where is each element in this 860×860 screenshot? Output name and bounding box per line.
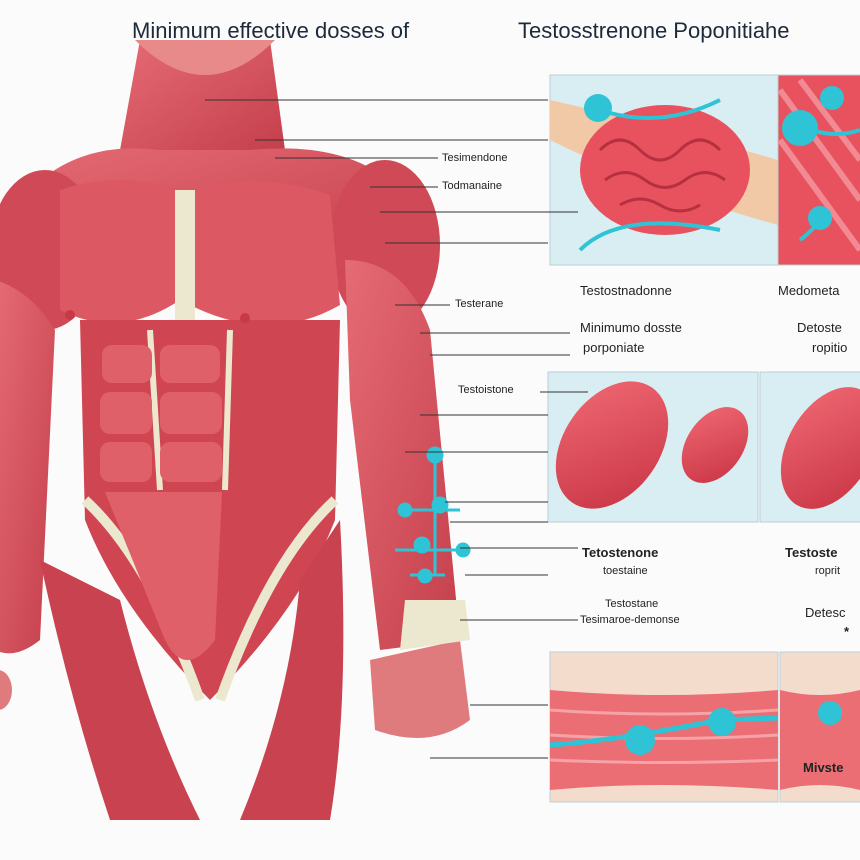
callout-label-1: Tesimendone (442, 152, 508, 164)
brain-caption: Testostnadonne (580, 283, 672, 298)
right-sub-1: Detoste (797, 320, 842, 335)
brain-sub-2: porponiate (583, 340, 645, 355)
fiber-bottom-right: Mivste (803, 760, 844, 775)
muscle-caption-right: Medometa (778, 283, 840, 298)
callout-label-4: Testoistone (458, 384, 514, 396)
fiber-caption-1: Testostane (605, 598, 659, 610)
title-left: Minimum effective dosses of (132, 18, 410, 43)
fiber-panel (549, 651, 779, 803)
cell-panel (547, 371, 759, 523)
brain-panel (549, 74, 779, 266)
title-right: Testosstrenone Poponitiahe (518, 18, 790, 43)
fiber-caption-right: Detesc (805, 605, 846, 620)
cell-sub: toestaine (603, 565, 648, 577)
cell-caption-right: Testoste (785, 545, 838, 560)
callout-label-2: Todmanaine (442, 180, 502, 192)
fiber-panel-right (779, 651, 860, 803)
leader-lines (205, 99, 588, 759)
torso (0, 40, 470, 820)
fiber-star: * (844, 624, 850, 639)
callout-label-3: Testerane (455, 298, 504, 310)
cell-sub-right: roprit (815, 565, 841, 577)
brain-sub-1: Minimumo dosste (580, 320, 682, 335)
fiber-caption-2: Tesimaroe-demonse (580, 614, 680, 626)
cell-caption: Tetostenone (582, 545, 659, 560)
muscle-panel-right (777, 74, 860, 266)
right-sub-2: ropitio (812, 340, 848, 355)
cell-panel-right (759, 371, 860, 523)
